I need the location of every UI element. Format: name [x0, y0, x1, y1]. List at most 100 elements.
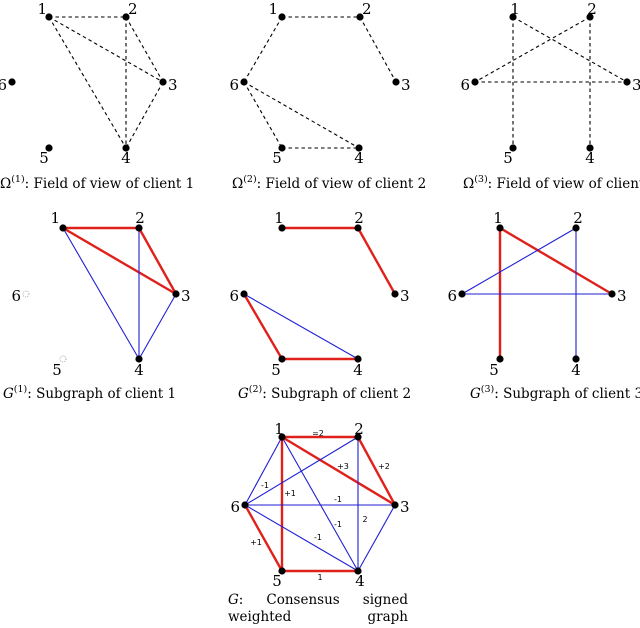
caption-symbol: Ω: [0, 176, 11, 192]
node-label-2: 2: [354, 209, 364, 227]
node-6: [458, 290, 466, 298]
consensus-caption: G: Consensus signed weighted graph: [228, 592, 408, 626]
edge-weight-2-6: -1: [314, 533, 322, 542]
node-label-4: 4: [121, 149, 131, 167]
edge-weight-6-5: +1: [250, 538, 262, 547]
node-1: [278, 13, 286, 21]
node-label-5: 5: [503, 149, 513, 167]
node-label-4: 4: [585, 149, 595, 167]
node-3: [623, 78, 631, 86]
edge-weight-1-5: +1: [284, 489, 296, 498]
node-5: [278, 144, 286, 152]
node-label-3: 3: [400, 287, 410, 305]
node-label-5: 5: [272, 149, 282, 167]
node-label-6: 6: [447, 287, 457, 305]
node-3: [392, 78, 400, 86]
node-2: [354, 224, 362, 232]
edge-weight-1-4: -1: [334, 520, 342, 529]
edge-3-4: [138, 293, 177, 360]
node-2: [356, 13, 364, 21]
node-6: [471, 78, 479, 86]
node-label-2: 2: [573, 209, 583, 227]
node-5: [45, 144, 53, 152]
node-1: [509, 13, 517, 21]
node-4: [122, 144, 130, 152]
node-1: [278, 433, 286, 441]
edge-1-6: [243, 16, 283, 83]
node-2: [572, 224, 580, 232]
node-5: [278, 355, 286, 363]
node-4: [354, 567, 362, 575]
edge-2-3: [359, 16, 397, 83]
edge-weight-6-3: -1: [334, 495, 342, 504]
node-label-4: 4: [355, 572, 365, 590]
caption-superscript: (2): [249, 384, 262, 395]
edge-1-4: [62, 227, 140, 360]
node-label-4: 4: [354, 149, 364, 167]
node-label-5: 5: [39, 149, 49, 167]
edge-weight-1-6: -1: [261, 481, 269, 490]
node-label-6: 6: [229, 76, 239, 94]
node-label-3: 3: [617, 287, 627, 305]
edge-3-4: [357, 504, 396, 572]
caption-symbol: Ω: [463, 176, 474, 192]
node-label-2: 2: [362, 0, 372, 18]
node-4: [135, 355, 143, 363]
node-3: [608, 290, 616, 298]
caption-text: : Subgraph of client 2: [262, 386, 411, 402]
node-3: [172, 290, 180, 298]
edge-1-4: [281, 436, 359, 572]
node-label-6: 6: [229, 287, 239, 305]
caption-symbol: G: [3, 386, 14, 402]
node-label-3: 3: [632, 76, 640, 94]
caption-symbol: Ω: [232, 176, 243, 192]
edge-2-3: [356, 436, 397, 506]
edge-1-4: [48, 16, 127, 149]
caption-symbol: G: [238, 386, 249, 402]
panel-caption: Ω(1): Field of view of client 1: [0, 174, 194, 192]
edge-1-3: [499, 226, 613, 296]
node-label-5: 5: [272, 572, 282, 590]
edge-1-3: [512, 16, 628, 83]
caption-superscript: (3): [474, 174, 487, 185]
node-label-5: 5: [52, 361, 62, 379]
panel-caption: Ω(2): Field of view of client 2: [232, 174, 426, 192]
node-1: [278, 224, 286, 232]
edge-1-3: [62, 226, 177, 296]
node-label-4: 4: [571, 361, 581, 379]
node-2: [135, 224, 143, 232]
consensus-caption-symbol: G:: [228, 592, 244, 608]
caption-text: : Field of view of client 3: [488, 176, 640, 192]
node-label-1: 1: [37, 0, 47, 18]
node-3: [391, 290, 399, 298]
panel-caption: G(2): Subgraph of client 2: [238, 384, 411, 402]
edge-weight-2-4: 2: [362, 515, 367, 524]
node-6: [240, 290, 248, 298]
node-3: [391, 501, 399, 509]
node-label-3: 3: [181, 287, 191, 305]
node-5-placeholder: [59, 355, 67, 363]
node-2: [586, 13, 594, 21]
edge-6-4: [243, 81, 360, 149]
edge-weight-1-2: =2: [312, 429, 324, 438]
node-2: [354, 433, 362, 441]
node-label-5: 5: [489, 361, 499, 379]
caption-symbol: G: [470, 386, 481, 402]
caption-superscript: (1): [11, 174, 24, 185]
edge-6-5: [243, 81, 283, 149]
caption-text: : Field of view of client 1: [25, 176, 195, 192]
node-label-1: 1: [274, 420, 284, 438]
edge-6-5: [242, 293, 284, 360]
node-label-3: 3: [401, 76, 411, 94]
consensus-caption-line-2: weighted graph: [228, 609, 408, 625]
edge-6-4: [244, 504, 359, 572]
node-label-1: 1: [274, 209, 284, 227]
edge-1-3: [281, 435, 396, 507]
node-label-1: 1: [510, 0, 520, 18]
